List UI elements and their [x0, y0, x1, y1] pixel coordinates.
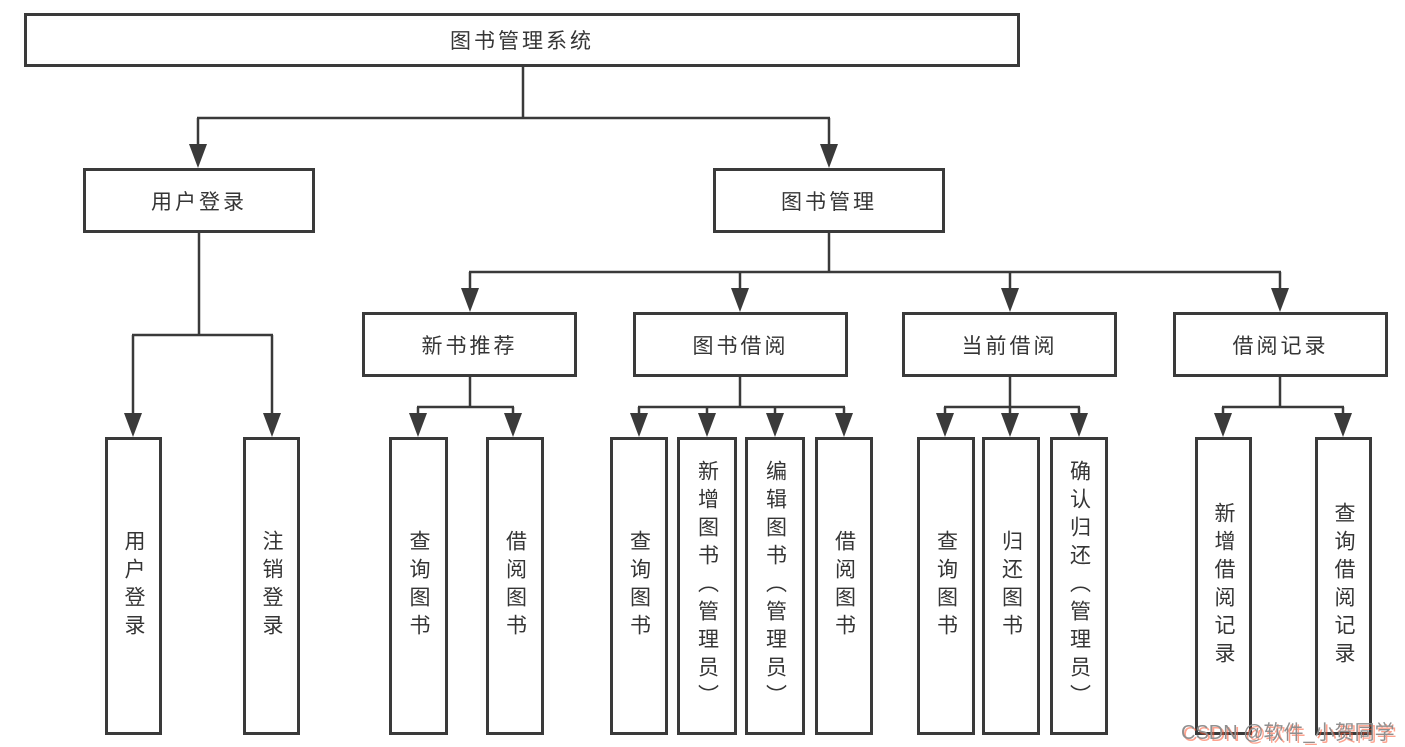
- leaf-logout-login: 注销登录: [243, 437, 300, 735]
- node-label: 新增图书（管理员）: [695, 460, 719, 712]
- node-book-borrow: 图书借阅: [633, 312, 848, 377]
- leaf-recommend-query-book: 查询图书: [389, 437, 448, 735]
- node-label: 借阅图书: [832, 530, 856, 642]
- node-label: 查询图书: [407, 530, 431, 642]
- node-label: 借阅图书: [503, 530, 527, 642]
- node-label: 查询图书: [934, 530, 958, 642]
- node-label: 新书推荐: [421, 334, 518, 358]
- node-label: 注销登录: [260, 530, 284, 642]
- node-current-borrow: 当前借阅: [902, 312, 1117, 377]
- node-label: 查询图书: [627, 530, 651, 642]
- node-label: 确认归还（管理员）: [1067, 460, 1091, 712]
- leaf-current-return-book: 归还图书: [982, 437, 1040, 735]
- node-root-system: 图书管理系统: [24, 13, 1020, 67]
- csdn-watermark: CSDN @软件_小贺同学: [1181, 722, 1395, 744]
- node-label: 当前借阅: [961, 334, 1058, 358]
- node-label: 用户登录: [122, 530, 146, 642]
- node-new-book-recommend: 新书推荐: [362, 312, 577, 377]
- leaf-recommend-borrow-book: 借阅图书: [486, 437, 544, 735]
- leaf-borrow-borrow-book: 借阅图书: [815, 437, 873, 735]
- arrowheads: [124, 144, 1352, 437]
- node-label: 新增借阅记录: [1212, 502, 1236, 670]
- leaf-borrow-query-book: 查询图书: [610, 437, 668, 735]
- leaf-current-query-book: 查询图书: [917, 437, 975, 735]
- leaf-user-login: 用户登录: [105, 437, 162, 735]
- leaf-records-add-record: 新增借阅记录: [1195, 437, 1252, 735]
- node-label: 用户登录: [151, 190, 247, 214]
- node-borrow-records: 借阅记录: [1173, 312, 1388, 377]
- leaf-borrow-edit-book-admin: 编辑图书（管理员）: [745, 437, 805, 735]
- node-label: 图书管理系统: [450, 30, 594, 53]
- node-label: 图书管理: [781, 190, 877, 214]
- node-label: 归还图书: [999, 530, 1023, 642]
- node-label: 编辑图书（管理员）: [763, 460, 787, 712]
- node-label: 图书借阅: [692, 334, 789, 358]
- node-book-management: 图书管理: [713, 168, 945, 233]
- node-label: 借阅记录: [1232, 334, 1329, 358]
- leaf-borrow-add-book-admin: 新增图书（管理员）: [677, 437, 737, 735]
- node-label: 查询借阅记录: [1332, 502, 1356, 670]
- node-user-login: 用户登录: [83, 168, 315, 233]
- leaf-current-confirm-return-admin: 确认归还（管理员）: [1050, 437, 1108, 735]
- leaf-records-query-record: 查询借阅记录: [1315, 437, 1372, 735]
